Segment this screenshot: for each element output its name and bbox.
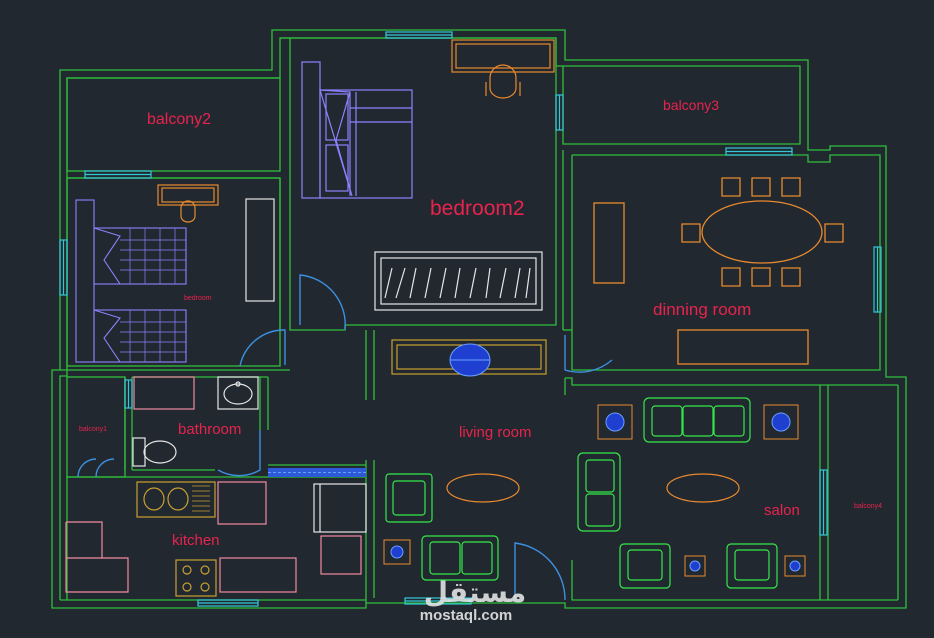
salon-chair-1 — [619, 543, 671, 589]
bedroom-furniture — [75, 184, 275, 363]
stove — [175, 559, 217, 597]
door-bedroom — [239, 329, 286, 367]
kitchen-sink — [136, 481, 216, 518]
bathroom-fixtures — [132, 376, 259, 467]
label-bedroom: bedroom — [184, 295, 212, 302]
bed-double — [301, 61, 413, 199]
label-salon: salon — [764, 502, 800, 519]
door-dining — [564, 335, 613, 373]
label-balcony1: balcony1 — [79, 426, 107, 433]
balcony2-wall — [66, 77, 281, 172]
washbasin — [217, 376, 259, 410]
outer-wall — [51, 29, 907, 609]
dining-table — [701, 200, 823, 264]
bed-twin — [75, 199, 187, 363]
room-labels: balcony2 balcony3 bedroom2 bedroom dinni… — [79, 97, 882, 549]
label-bathroom: bathroom — [178, 421, 241, 438]
tv-lamp — [449, 343, 491, 377]
bedroom2-furniture — [301, 39, 555, 311]
salon-lamps — [597, 404, 806, 577]
watermark-arabic: مستقل — [424, 576, 526, 609]
desk-bedroom2 — [451, 39, 555, 99]
kitchen-units — [65, 481, 362, 593]
door-bedroom2 — [299, 274, 346, 331]
door-balcony1 — [77, 458, 115, 478]
doors — [77, 274, 613, 601]
wardrobe-bedroom — [245, 198, 275, 302]
bath-cabinet — [133, 376, 195, 410]
dining-room-wall — [571, 154, 881, 371]
bedroom2-wall — [280, 37, 557, 331]
sideboard — [593, 202, 625, 284]
label-kitchen: kitchen — [172, 532, 220, 549]
salon-coffee-table — [666, 473, 740, 503]
living-lamp — [383, 539, 411, 565]
label-balcony4: balcony4 — [854, 503, 882, 510]
salon-chair-2 — [726, 543, 778, 589]
label-living-room: living room — [459, 424, 532, 441]
salon-sofa-top — [643, 397, 751, 443]
door-bathroom — [217, 430, 261, 477]
living-coffee-table — [446, 473, 520, 503]
label-bedroom2: bedroom2 — [430, 197, 525, 220]
salon-sofa-left — [577, 452, 621, 532]
wardrobe — [374, 251, 543, 311]
walls — [51, 29, 907, 609]
bedroom-wall — [66, 177, 281, 367]
kitchen-divider — [268, 468, 366, 477]
watermark-latin: mostaql.com — [420, 607, 513, 624]
living-furniture — [383, 339, 547, 581]
salon-furniture — [577, 397, 806, 589]
buffet — [677, 329, 809, 365]
dining-furniture — [593, 177, 844, 365]
windows — [59, 31, 882, 607]
label-balcony3: balcony3 — [663, 97, 719, 113]
fridge — [313, 483, 367, 533]
inner-wall — [59, 37, 563, 600]
desk-bedroom — [157, 184, 219, 223]
label-balcony2: balcony2 — [147, 111, 211, 128]
watermark: مستقل mostaql.com — [420, 576, 526, 624]
living-seating — [385, 473, 499, 581]
kitchen-fixtures — [65, 481, 367, 597]
label-dinning-room: dinning room — [653, 300, 751, 319]
door-entrance — [514, 542, 566, 601]
toilet — [132, 437, 177, 467]
